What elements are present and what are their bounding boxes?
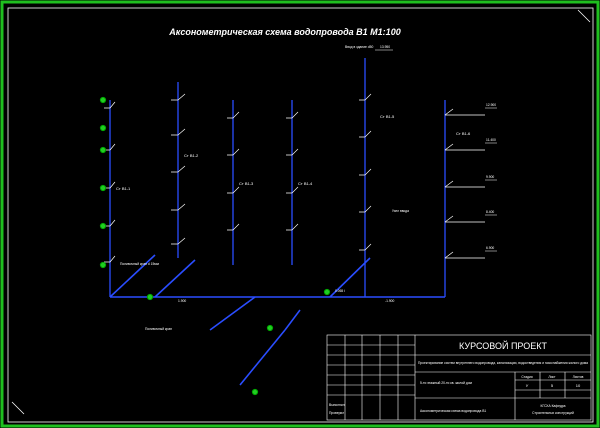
elevation-label: 6.900 xyxy=(486,246,494,250)
riser-label: Ст В1-4 xyxy=(298,181,313,186)
riser-label: Ст В1-2 xyxy=(184,153,199,158)
stamp-sheet-name: Аксонометрическая схема водопровода В1 xyxy=(420,409,486,413)
note-text: Поливочный кран xyxy=(145,327,172,331)
riser-label: Ст В1-6 xyxy=(456,131,471,136)
frame-corner-mark xyxy=(577,9,591,23)
stamp-subject: Проектирование систем внутреннего водопр… xyxy=(418,361,588,365)
main-pipe-label: -1.900 xyxy=(385,299,395,303)
stamp-header-sheet: Лист xyxy=(548,375,556,379)
riser-label: Ст В1-5 xyxy=(380,114,395,119)
project-title: КУРСОВОЙ ПРОЕКТ xyxy=(459,340,547,351)
valve-markers xyxy=(99,96,331,396)
stamp-value-stage: У xyxy=(526,383,529,388)
elevation-label: 9.900 xyxy=(486,175,494,179)
stamp-org: Строительных конструкций xyxy=(532,411,574,415)
stamp-value-sheet: 5 xyxy=(551,383,554,388)
elevation-marks xyxy=(375,49,497,252)
main-pipe-label: 1.900 xyxy=(178,299,186,303)
main-pipe-label: 0.065 i xyxy=(335,289,345,293)
stamp-left-label: Проверил xyxy=(329,411,344,415)
riser-label: Ст В1-3 xyxy=(239,181,254,186)
risers xyxy=(109,58,446,297)
stamp-org: КГСХА Кафедра xyxy=(541,404,566,408)
stamp-header-sheets: Листов xyxy=(573,375,584,379)
stamp-value-sheets: 10 xyxy=(576,383,581,388)
elevation-label: 11.400 xyxy=(486,138,496,142)
elevation-label: 13.950 xyxy=(380,45,390,49)
riser-label: Ст В1-1 xyxy=(116,186,131,191)
elevation-label: 12.900 xyxy=(486,103,496,107)
stamp-header-stage: Стадия xyxy=(521,375,532,379)
main-pipe xyxy=(109,254,445,386)
branch-lines xyxy=(104,93,485,263)
note-text: Ввод в здание d50 xyxy=(345,45,373,49)
stamp-left-label: Выполнил xyxy=(329,403,345,407)
frame-corner-mark xyxy=(11,401,25,415)
note-text: Поливочный кран d 15мм xyxy=(120,262,160,266)
drawing-title: Аксонометрическая схема водопровода В1 М… xyxy=(168,27,400,37)
note-text: Узел ввода xyxy=(392,209,409,213)
elevation-label: 8.400 xyxy=(486,210,494,214)
stamp-building: 5-ти этажный 20-ти кв. жилой дом xyxy=(420,381,473,385)
inner-frame-border xyxy=(7,7,594,423)
title-block xyxy=(326,334,592,421)
